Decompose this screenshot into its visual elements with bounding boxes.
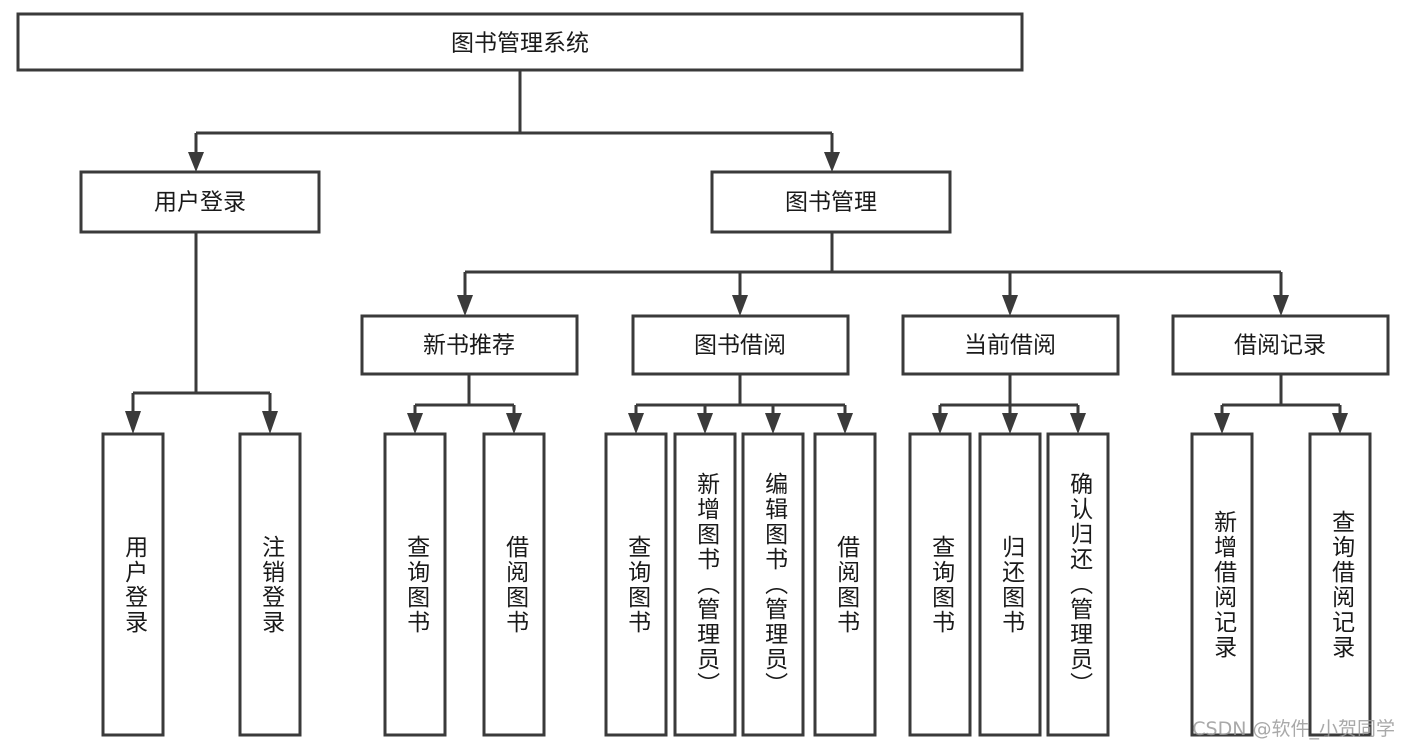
node-current-borrow-box[interactable]	[901, 314, 1120, 376]
arrow-head-current-borrow	[1002, 295, 1018, 316]
arrow-head-user-login-leaf-1	[262, 411, 278, 434]
node-root-label: 图书管理系统	[451, 31, 589, 57]
node-book-mgmt-box[interactable]	[710, 170, 952, 234]
node-leaf-new-book-1-box[interactable]	[482, 432, 546, 737]
node-leaf-book-borrow-2-box[interactable]	[741, 432, 805, 737]
arrow-head-book-borrow-leaf-0	[628, 413, 644, 434]
node-current-borrow-label: 当前借阅	[964, 333, 1056, 359]
arrow-head-book-borrow-leaf-3	[837, 413, 853, 434]
node-user-login-label: 用户登录	[154, 190, 246, 216]
node-book-borrow-label: 图书借阅	[694, 333, 786, 359]
arrow-head-borrow-record-leaf-1	[1332, 413, 1348, 434]
node-leaf-current-borrow-2-box[interactable]	[1046, 432, 1110, 737]
node-group: 图书管理系统 用户登录 图书管理 新书推荐 图书借阅 当前借阅 借阅记录	[16, 12, 1390, 737]
node-book-mgmt-label: 图书管理	[785, 190, 877, 216]
node-leaf-borrow-record-0-box[interactable]	[1190, 432, 1254, 737]
edge-group	[125, 70, 1348, 434]
arrow-head-borrow-record	[1273, 295, 1289, 316]
arrow-head-book-borrow-leaf-2	[765, 413, 781, 434]
node-user-login-box[interactable]	[79, 170, 321, 234]
node-borrow-record-box[interactable]	[1171, 314, 1390, 376]
node-leaf-borrow-record-1-box[interactable]	[1308, 432, 1372, 737]
node-leaf-new-book-0-box[interactable]	[383, 432, 447, 737]
node-leaf-book-borrow-3-box[interactable]	[813, 432, 877, 737]
arrow-head-book-borrow	[732, 295, 748, 316]
arrow-head-book-borrow-leaf-1	[697, 413, 713, 434]
arrow-head-borrow-record-leaf-0	[1214, 413, 1230, 434]
node-leaf-book-borrow-1-box[interactable]	[673, 432, 737, 737]
node-root-box[interactable]	[16, 12, 1024, 72]
node-new-book-box[interactable]	[360, 314, 579, 376]
node-leaf-user-login-0-box[interactable]	[101, 432, 165, 737]
node-leaf-current-borrow-1-box[interactable]	[978, 432, 1042, 737]
node-leaf-current-borrow-0-box[interactable]	[908, 432, 972, 737]
node-leaf-book-borrow-0-box[interactable]	[604, 432, 668, 737]
node-borrow-record-label: 借阅记录	[1234, 333, 1326, 359]
node-book-borrow-box[interactable]	[631, 314, 850, 376]
node-leaf-user-login-1-box[interactable]	[238, 432, 302, 737]
node-new-book-label: 新书推荐	[423, 333, 515, 359]
watermark-text: CSDN @软件_小贺同学	[1192, 718, 1395, 740]
arrow-head-user-login	[188, 152, 204, 172]
arrow-head-current-borrow-leaf-1	[1002, 413, 1018, 434]
arrow-head-book-mgmt	[824, 152, 840, 172]
arrow-head-user-login-leaf-0	[125, 411, 141, 434]
arrow-head-current-borrow-leaf-0	[932, 413, 948, 434]
arrow-head-current-borrow-leaf-2	[1070, 413, 1086, 434]
arrow-head-new-book-leaf-0	[407, 413, 423, 434]
arrow-head-new-book-leaf-1	[506, 413, 522, 434]
arrow-head-new-book	[457, 295, 473, 316]
